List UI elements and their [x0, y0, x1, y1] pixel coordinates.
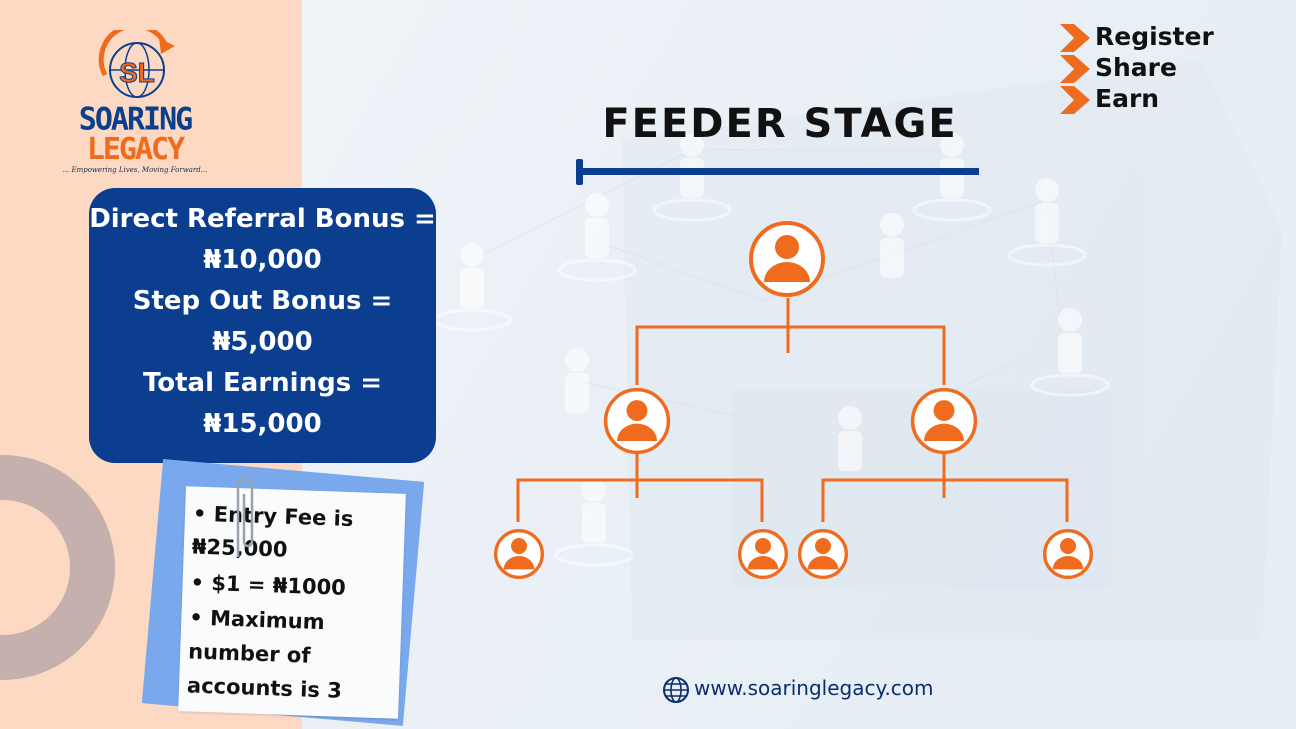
cta-label: Earn [1095, 84, 1160, 113]
cta-label: Register [1095, 22, 1214, 51]
info-note: • Entry Fee is ₦25,000 • $1 = ₦1000 • Ma… [178, 486, 406, 719]
logo-tagline: ... Empowering Lives, Moving Forward... [62, 166, 208, 174]
bonus-line: Total Earnings = [142, 368, 383, 398]
user-avatar-icon [603, 387, 671, 455]
logo-text-line1: SOARING [78, 101, 193, 138]
user-avatar-icon [798, 529, 848, 579]
referral-tree-diagram [516, 298, 1069, 522]
bonus-line: Step Out Bonus = [132, 286, 393, 316]
bonus-line: Direct Referral Bonus = [89, 204, 436, 234]
note-line: • $1 = ₦1000 [190, 570, 347, 600]
note-line: number of [187, 639, 311, 668]
bonus-line: ₦10,000 [203, 245, 322, 275]
note-line: • Maximum [188, 605, 326, 635]
title-underline [580, 168, 979, 175]
website-link[interactable]: www.soaringlegacy.com [694, 676, 934, 700]
note-line: • Entry Fee is [192, 501, 354, 532]
note-line: accounts is 3 [186, 673, 343, 703]
bonus-line: ₦15,000 [203, 409, 322, 439]
chevron-arrow-icon [1060, 24, 1090, 52]
user-avatar-icon [738, 529, 788, 579]
logo-emblem-icon: SL [98, 30, 175, 98]
logo-text-line2: LEGACY [86, 132, 185, 167]
bonus-summary-card: Direct Referral Bonus = ₦10,000 Step Out… [89, 188, 436, 463]
page-title: FEEDER STAGE [602, 101, 958, 147]
logo-monogram: SL [119, 57, 155, 88]
user-avatar-icon [910, 387, 978, 455]
user-avatar-icon [494, 529, 544, 579]
title-underline-cap [576, 159, 583, 185]
user-avatar-icon [749, 221, 825, 297]
user-avatar-icon [1043, 529, 1093, 579]
tree-connectors [516, 298, 1069, 522]
globe-icon [663, 677, 689, 703]
bonus-line: ₦5,000 [212, 327, 313, 357]
soaring-legacy-logo: SL SOARING LEGACY ... Empowering Lives, … [60, 30, 220, 180]
cta-label: Share [1095, 53, 1177, 82]
paperclip-icon [236, 477, 254, 557]
chevron-arrow-icon [1060, 86, 1090, 114]
chevron-arrow-icon [1060, 55, 1090, 83]
